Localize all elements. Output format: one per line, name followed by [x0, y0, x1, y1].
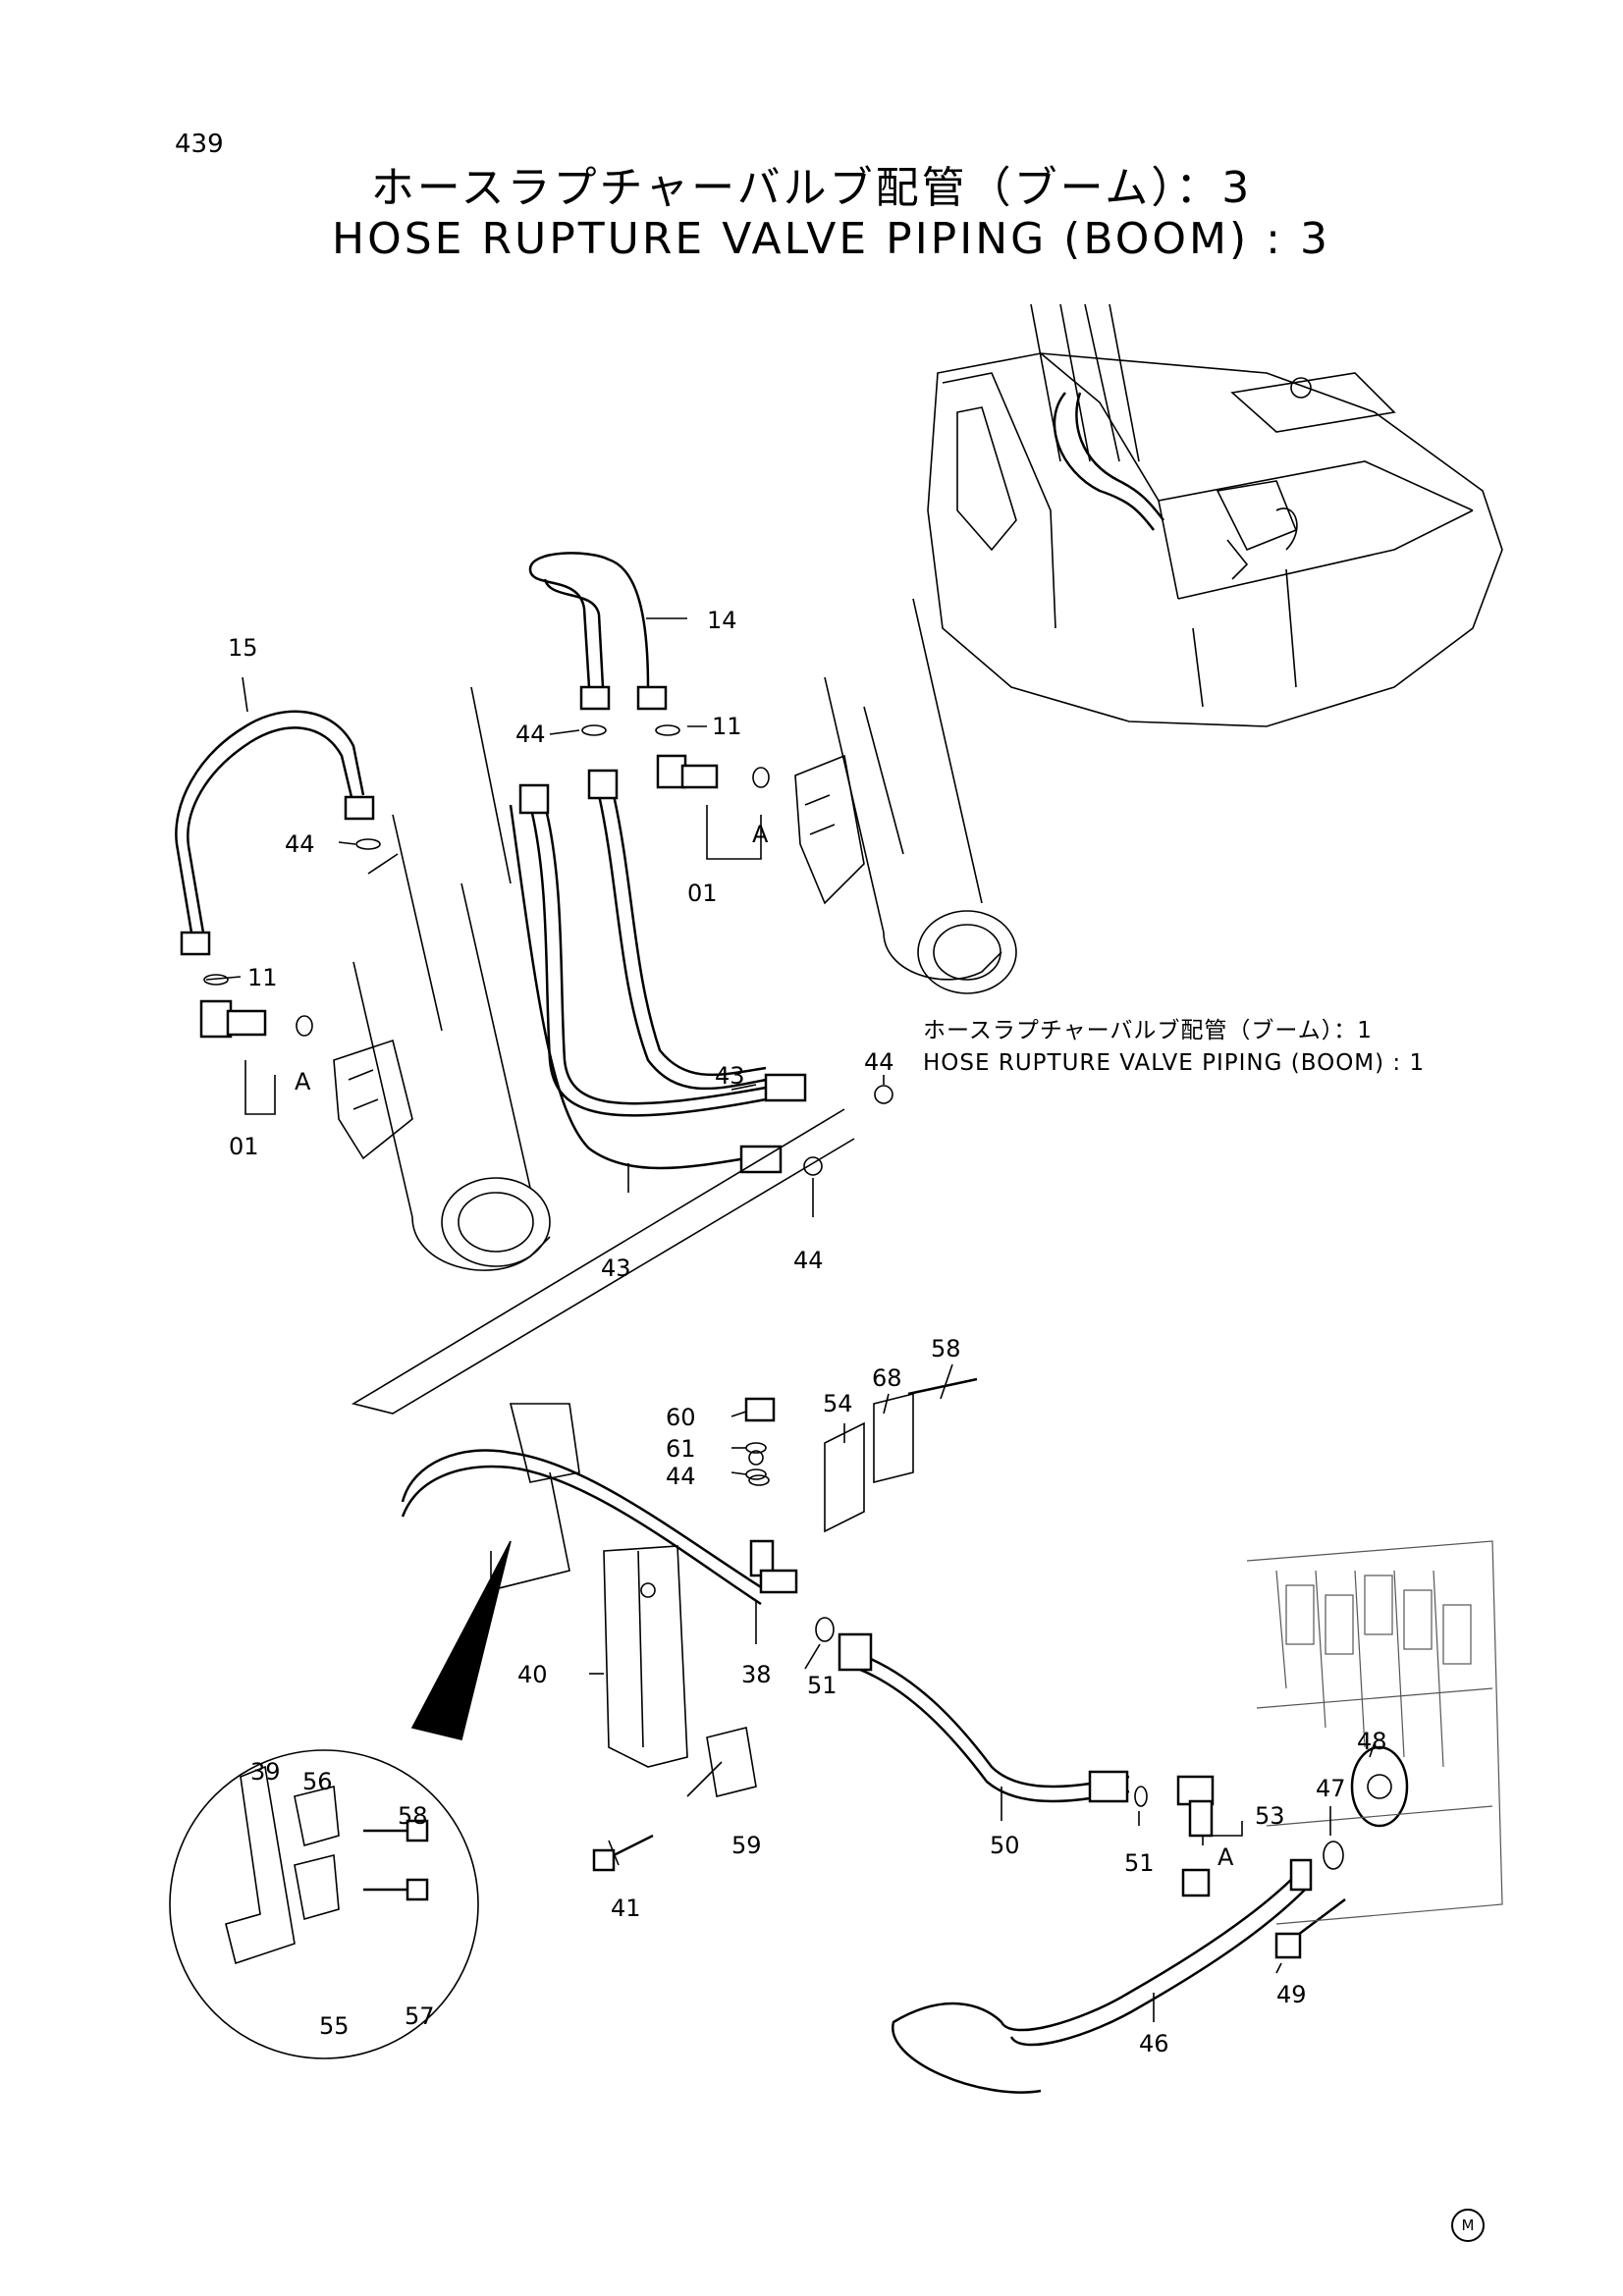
- cross-reference-japanese: ホースラプチャーバルブ配管（ブーム）：1: [923, 1018, 1373, 1043]
- label-68: 68: [872, 1364, 902, 1392]
- pipe-15: [175, 710, 375, 956]
- label-61: 61: [666, 1435, 696, 1463]
- boom-cylinder-left: [333, 686, 551, 1271]
- label-48: 48: [1357, 1728, 1387, 1755]
- label-14: 14: [707, 607, 737, 634]
- pipe-38-assembly: [401, 1403, 798, 1606]
- label-44d: 44: [793, 1247, 824, 1274]
- label-a3: A: [1217, 1843, 1234, 1871]
- label-43b: 43: [601, 1255, 631, 1282]
- page-number: 439: [175, 130, 224, 159]
- label-50: 50: [990, 1832, 1020, 1859]
- label-01b: 01: [229, 1133, 259, 1160]
- fitting-01-lower: [199, 999, 313, 1039]
- label-41: 41: [611, 1895, 641, 1922]
- title-english: HOSE RUPTURE VALVE PIPING (BOOM) : 3: [332, 214, 1330, 264]
- label-49: 49: [1276, 1981, 1307, 2008]
- clamp-54-assembly: [744, 1377, 978, 1533]
- label-a1: A: [752, 821, 769, 848]
- leader-lines: [205, 617, 1376, 2022]
- section-break-lines: [351, 853, 855, 1415]
- label-47: 47: [1316, 1775, 1346, 1802]
- boom-cylinder-right: [794, 598, 1017, 994]
- detail-view-circle: [169, 1540, 512, 2059]
- label-57: 57: [405, 2002, 435, 2030]
- fitting-01-upper: [656, 754, 770, 789]
- label-01a: 01: [687, 880, 718, 907]
- label-43a: 43: [715, 1062, 745, 1090]
- pipe-46: [892, 1858, 1313, 2094]
- label-58a: 58: [931, 1335, 961, 1362]
- title-japanese: ホースラプチャーバルブ配管（ブーム）：3: [370, 163, 1253, 213]
- label-55: 55: [319, 2012, 350, 2040]
- label-58b: 58: [398, 1802, 428, 1830]
- cross-reference-english: HOSE RUPTURE VALVE PIPING (BOOM) : 1: [923, 1050, 1426, 1076]
- part-number-labels: 15 14 44 11 44 A 01 11 A 01 43 44 43 44 …: [228, 607, 1387, 2057]
- label-51a: 51: [807, 1672, 838, 1699]
- label-59: 59: [731, 1832, 762, 1859]
- label-56: 56: [302, 1768, 333, 1795]
- elbow-53: [1176, 1775, 1215, 1838]
- label-46: 46: [1139, 2030, 1169, 2057]
- label-44e: 44: [666, 1463, 696, 1490]
- label-44a: 44: [515, 721, 546, 748]
- pipe-14: [528, 552, 668, 711]
- label-51b: 51: [1124, 1849, 1155, 1877]
- label-11a: 11: [712, 713, 742, 740]
- label-44b: 44: [285, 830, 315, 858]
- label-60: 60: [666, 1404, 696, 1431]
- bracket-40-assembly: [592, 1545, 757, 1872]
- label-15: 15: [228, 634, 258, 662]
- label-39: 39: [250, 1758, 281, 1786]
- flange-48-assembly: [1274, 1745, 1409, 1959]
- label-38: 38: [741, 1661, 772, 1688]
- o-rings: [203, 724, 893, 1486]
- label-54: 54: [823, 1390, 853, 1417]
- control-valve-illustration: [1246, 1540, 1503, 1925]
- label-44c: 44: [864, 1048, 894, 1076]
- label-11b: 11: [247, 964, 278, 991]
- excavator-overview-illustration: [927, 303, 1503, 727]
- label-53: 53: [1255, 1802, 1285, 1830]
- label-a2: A: [295, 1068, 311, 1095]
- label-40: 40: [517, 1661, 548, 1688]
- manufacturer-mark: M: [1451, 2209, 1485, 2242]
- hose-50: [815, 1617, 1148, 1807]
